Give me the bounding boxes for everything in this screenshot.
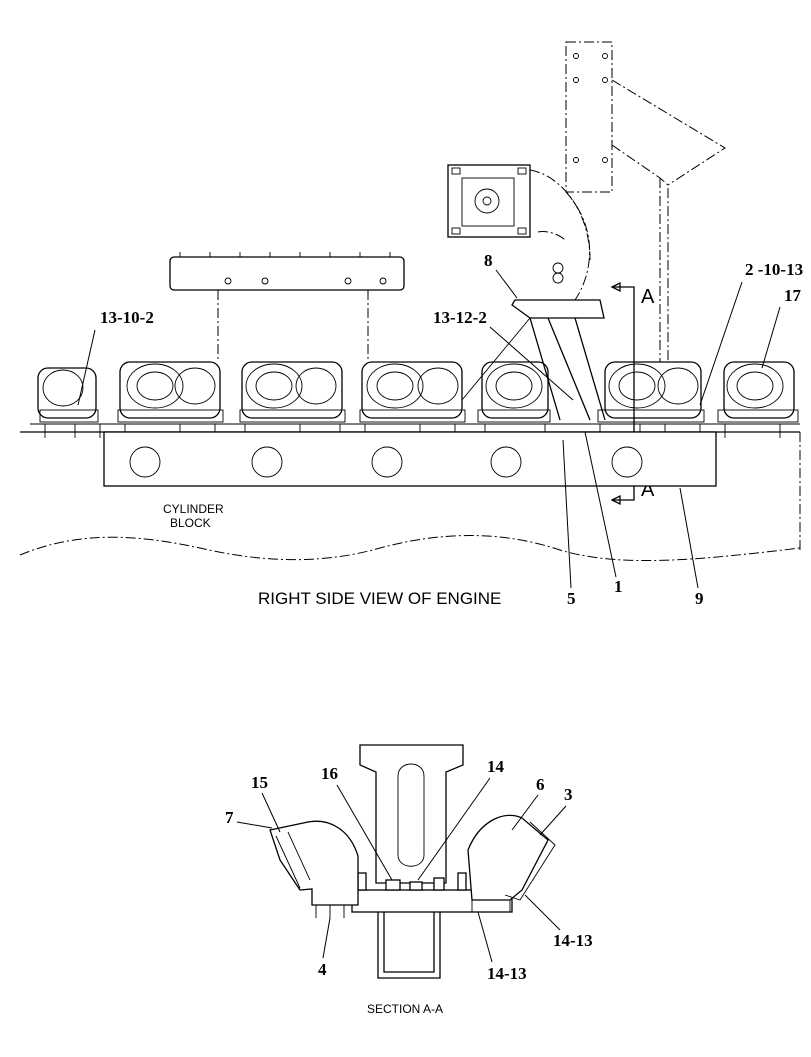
exhaust-elbow-bracket [529, 41, 726, 370]
callout-14-13-right: 14-13 [553, 931, 593, 950]
cylinder-head-6 [597, 361, 705, 423]
block-label-line2: BLOCK [170, 516, 211, 530]
cylinder-head-3 [239, 361, 346, 423]
callout-15: 15 [251, 773, 268, 792]
callout-14: 14 [487, 757, 505, 776]
top-view-callouts: 13-10-2 8 13-12-2 2 -10-13 17 5 1 9 [77, 251, 803, 608]
callout-8: 8 [484, 251, 493, 270]
cylinder-block: CYLINDER BLOCK [19, 431, 801, 562]
callout-16: 16 [321, 764, 338, 783]
section-a-a-view [269, 744, 556, 979]
callout-9: 9 [695, 589, 704, 608]
cylinder-heads-row [20, 361, 800, 438]
cylinder-head-5 [477, 361, 551, 423]
callout-3: 3 [564, 785, 573, 804]
section-callouts: 15 7 16 14 6 3 14-13 14-13 4 [225, 757, 593, 983]
block-label-line1: CYLINDER [163, 502, 224, 516]
section-title: SECTION A-A [367, 1002, 443, 1016]
callout-6: 6 [536, 775, 545, 794]
callout-17: 17 [784, 286, 802, 305]
turbo-flange [447, 164, 564, 284]
callout-13-12-2: 13-12-2 [433, 308, 487, 327]
cylinder-head-1 [37, 367, 99, 423]
main-view-title: RIGHT SIDE VIEW OF ENGINE [258, 589, 501, 608]
callout-1: 1 [614, 577, 623, 596]
cylinder-head-2 [117, 361, 224, 423]
valve-cover-rail [169, 252, 405, 360]
callout-5: 5 [567, 589, 576, 608]
section-marker-top: A [641, 286, 655, 308]
callout-2-10-13: 2 -10-13 [745, 260, 803, 279]
callout-4: 4 [318, 960, 327, 979]
callout-14-13-lower: 14-13 [487, 964, 527, 983]
callout-13-10-2: 13-10-2 [100, 308, 154, 327]
manifold-bracket [461, 299, 606, 421]
cylinder-head-7 [717, 361, 799, 423]
callout-7: 7 [225, 808, 234, 827]
cylinder-head-4 [359, 361, 466, 423]
